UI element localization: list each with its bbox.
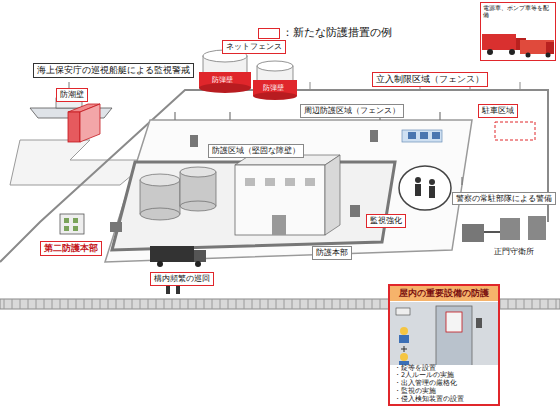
patrol-truck	[150, 246, 206, 267]
reactor-building	[235, 155, 340, 235]
info-box: 警察の常駐部隊による警備	[452, 192, 556, 205]
storage-tanks	[140, 167, 216, 220]
list-item: ・監視の実施	[390, 388, 498, 396]
parking	[402, 122, 535, 142]
measure-panel: 屋内の重要設備の防護・錠等を設置・2人ルールの実施・出入管理の厳格化・監視の実施…	[388, 284, 500, 406]
list-item: ・侵入検知装置の設置	[390, 396, 498, 404]
measure-box: 電源車、ポンプ車等を配備	[480, 2, 556, 61]
measure-box: 監視強化	[366, 214, 406, 228]
measure-box: ネットフェンス	[222, 40, 286, 54]
police-unit	[399, 166, 451, 210]
tanks-bulletproof	[199, 50, 297, 100]
part-label: 防弾壁	[263, 83, 284, 93]
measure-box: 立入制限区域（フェンス）	[372, 72, 488, 87]
second-hq-building	[60, 214, 84, 234]
measure-box: 第二防護本部	[40, 241, 102, 256]
list-item: ・2人ルールの実施	[390, 372, 498, 380]
box-heading: 構内頻繁の巡回	[154, 274, 210, 284]
box-heading: 防潮壁	[60, 90, 84, 100]
power-pump-trucks	[482, 34, 554, 58]
sea-wall	[68, 104, 100, 142]
area-box: 防護本部	[312, 246, 352, 260]
box-heading: ネットフェンス	[226, 42, 282, 52]
area-box: 周辺防護区域（フェンス）	[300, 104, 404, 118]
part-label: 正門守衛所	[494, 246, 534, 257]
main-gate	[462, 216, 546, 242]
indoor-photo	[390, 286, 498, 410]
box-heading: 駐車区域	[482, 106, 514, 116]
box-heading: 屋内の重要設備の防護	[390, 286, 498, 301]
area-box: 防護区域（堅固な障壁）	[208, 144, 304, 158]
box-heading: 第二防護本部	[44, 243, 98, 254]
list-item: ・錠等を設置	[390, 365, 498, 373]
photo-gap	[390, 301, 498, 365]
box-heading: 海上保安庁の巡視船艇による監視警戒	[37, 65, 190, 76]
box-heading: 防護本部	[316, 248, 348, 258]
measure-box: 防潮壁	[56, 88, 88, 102]
box-heading: 監視強化	[370, 216, 402, 226]
measure-box: 構内頻繁の巡回	[150, 272, 214, 286]
legend: ：新たな防護措置の例	[258, 25, 392, 40]
box-heading: 立入制限区域（フェンス）	[376, 74, 484, 85]
part-label: 防弾壁	[212, 75, 233, 85]
box-heading: 電源車、ポンプ車等を配備	[483, 4, 553, 18]
legend-text: ：新たな防護措置の例	[282, 26, 392, 39]
info-box: 海上保安庁の巡視船艇による監視警戒	[33, 63, 194, 78]
box-heading: 警察の常駐部隊による警備	[456, 194, 552, 203]
box-heading: 周辺防護区域（フェンス）	[304, 106, 400, 116]
list-item: ・出入管理の厳格化	[390, 380, 498, 388]
box-heading: 防護区域（堅固な障壁）	[212, 146, 300, 156]
measure-box: 駐車区域	[478, 104, 518, 118]
legend-swatch	[258, 28, 280, 39]
